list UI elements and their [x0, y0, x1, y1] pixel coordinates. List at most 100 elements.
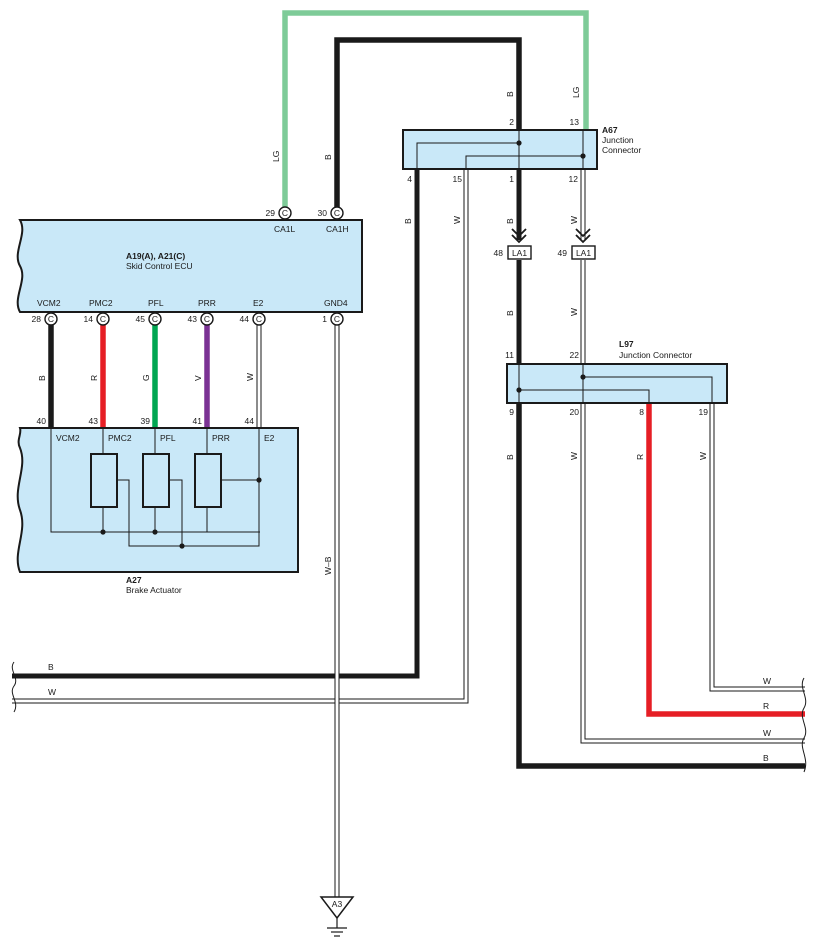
ground-triangle [319, 896, 355, 920]
wire-label-v-prr: V [193, 375, 203, 381]
terminal-name-gnd4: GND4 [324, 298, 348, 308]
pin-number-28: 28 [32, 314, 42, 324]
l97-title: L97 [619, 339, 634, 349]
connector-letter: C [282, 208, 288, 218]
bus-right-label-r: R [763, 701, 769, 711]
connector-letter: C [100, 314, 106, 324]
pin-number-43: 43 [188, 314, 198, 324]
pin-number-1: 1 [322, 314, 327, 324]
a67-junction-connector: A67 Junction Connector 2 13 4 15 1 12 [402, 117, 641, 184]
pin-number-2: 2 [509, 117, 514, 127]
bus-right-label-w2: W [763, 728, 771, 738]
pin-number-48: 48 [494, 248, 504, 258]
connector-circle-43 [200, 312, 214, 326]
brake-actuator: A27 Brake Actuator 40 43 39 41 44 VCM2 P… [16, 416, 299, 595]
wire-label-b-l97-9: B [505, 454, 515, 460]
terminal-name-ca1l: CA1L [274, 224, 296, 234]
pin-number-44: 44 [245, 416, 255, 426]
wire-label-r-l97-8: R [635, 454, 645, 460]
connector-circle-14 [96, 312, 110, 326]
pin-number-13: 13 [570, 117, 580, 127]
ecu-box [16, 219, 363, 313]
wire-label-b-vcm2: B [37, 375, 47, 381]
junction-dot [100, 529, 106, 535]
bus-left-label-w: W [48, 687, 56, 697]
wire-w-a67-15 [12, 170, 468, 703]
pin-number-1: 1 [509, 174, 514, 184]
pin-number-8: 8 [639, 407, 644, 417]
connector-letter: C [152, 314, 158, 324]
bus-labels: B W W R W B [48, 662, 771, 763]
a67-subtitle-1: Junction [602, 135, 634, 145]
solenoid-pmc2 [90, 453, 118, 508]
wire-label-w-a67-right: W [569, 216, 579, 224]
wire-label-w-e2: W [245, 373, 255, 381]
wire-label-lg-ecu: LG [271, 151, 281, 162]
ground-a3: A3 [319, 896, 355, 937]
connector-circle-30 [330, 206, 344, 220]
ecu-title: A19(A), A21(C) [126, 251, 185, 261]
wire-label-lg-top: LG [571, 87, 581, 98]
ecu-subtitle: Skid Control ECU [126, 261, 193, 271]
wire-label-b-a67-left: B [403, 218, 413, 224]
chevron-down-icon [575, 234, 591, 244]
bus-left-label-b: B [48, 662, 54, 672]
terminal-name-prr: PRR [212, 433, 230, 443]
wire-label-b-la1: B [505, 310, 515, 316]
junction-dot [152, 529, 158, 535]
a67-title: A67 [602, 125, 618, 135]
connector-letter: C [204, 314, 210, 324]
wire-label-b-a67-mid: B [505, 218, 515, 224]
chevron-down-icon [511, 234, 527, 244]
pin-number-12: 12 [569, 174, 579, 184]
wire-label-b-ecu: B [323, 154, 333, 160]
bus-right-label-w1: W [763, 676, 771, 686]
pin-number-49: 49 [558, 248, 568, 258]
la1-connectors: LA1 48 LA1 49 [494, 228, 596, 260]
l97-box [506, 363, 728, 404]
la1-box-49 [571, 245, 596, 260]
bus-right-label-b: B [763, 753, 769, 763]
terminal-name-e2: E2 [264, 433, 275, 443]
a67-box [402, 129, 598, 170]
pin-number-15: 15 [453, 174, 463, 184]
wire-w-l97-19 [710, 403, 805, 691]
break-mark-right [801, 677, 807, 773]
wire-label-b-top: B [505, 91, 515, 97]
wire-b-ca1h [334, 37, 522, 208]
pin-number-11: 11 [505, 350, 514, 360]
la1-label-48: LA1 [512, 248, 527, 258]
terminal-name-ca1h: CA1H [326, 224, 349, 234]
terminal-name-pmc2: PMC2 [108, 433, 132, 443]
wire-label-w-a67-left: W [452, 216, 462, 224]
wires [12, 10, 805, 897]
chevron-down-icon [511, 228, 527, 238]
wire-lg-ca1l [282, 10, 589, 208]
chevron-down-icon [575, 228, 591, 238]
l97-junction-connector: L97 Junction Connector 11 22 9 20 8 19 [505, 339, 728, 417]
connector-circle-1 [330, 312, 344, 326]
junction-dot [256, 477, 262, 483]
pin-number-14: 14 [84, 314, 94, 324]
pin-number-39: 39 [141, 416, 151, 426]
ground-label: A3 [332, 899, 343, 909]
l97-subtitle: Junction Connector [619, 350, 692, 360]
wire-label-w-la1: W [569, 308, 579, 316]
wire-label-w-l97-20: W [569, 452, 579, 460]
pin-number-9: 9 [509, 407, 514, 417]
la1-label-49: LA1 [576, 248, 591, 258]
terminal-name-vcm2: VCM2 [37, 298, 61, 308]
connector-letter: C [256, 314, 262, 324]
pin-number-30: 30 [318, 208, 328, 218]
bus-breaks [11, 661, 807, 773]
wire-color-labels: LG B B LG B W B W B W B R G V W W–B B W … [37, 87, 708, 575]
wire-label-wb-gnd4: W–B [323, 556, 333, 575]
terminal-name-pfl: PFL [148, 298, 164, 308]
wire-w-l97-20 [581, 403, 805, 743]
terminal-name-prr: PRR [198, 298, 216, 308]
junction-dot [580, 374, 586, 380]
actuator-internal-circuit [50, 428, 260, 547]
terminal-name-e2: E2 [253, 298, 264, 308]
wire-b-a67-4 [12, 170, 420, 679]
